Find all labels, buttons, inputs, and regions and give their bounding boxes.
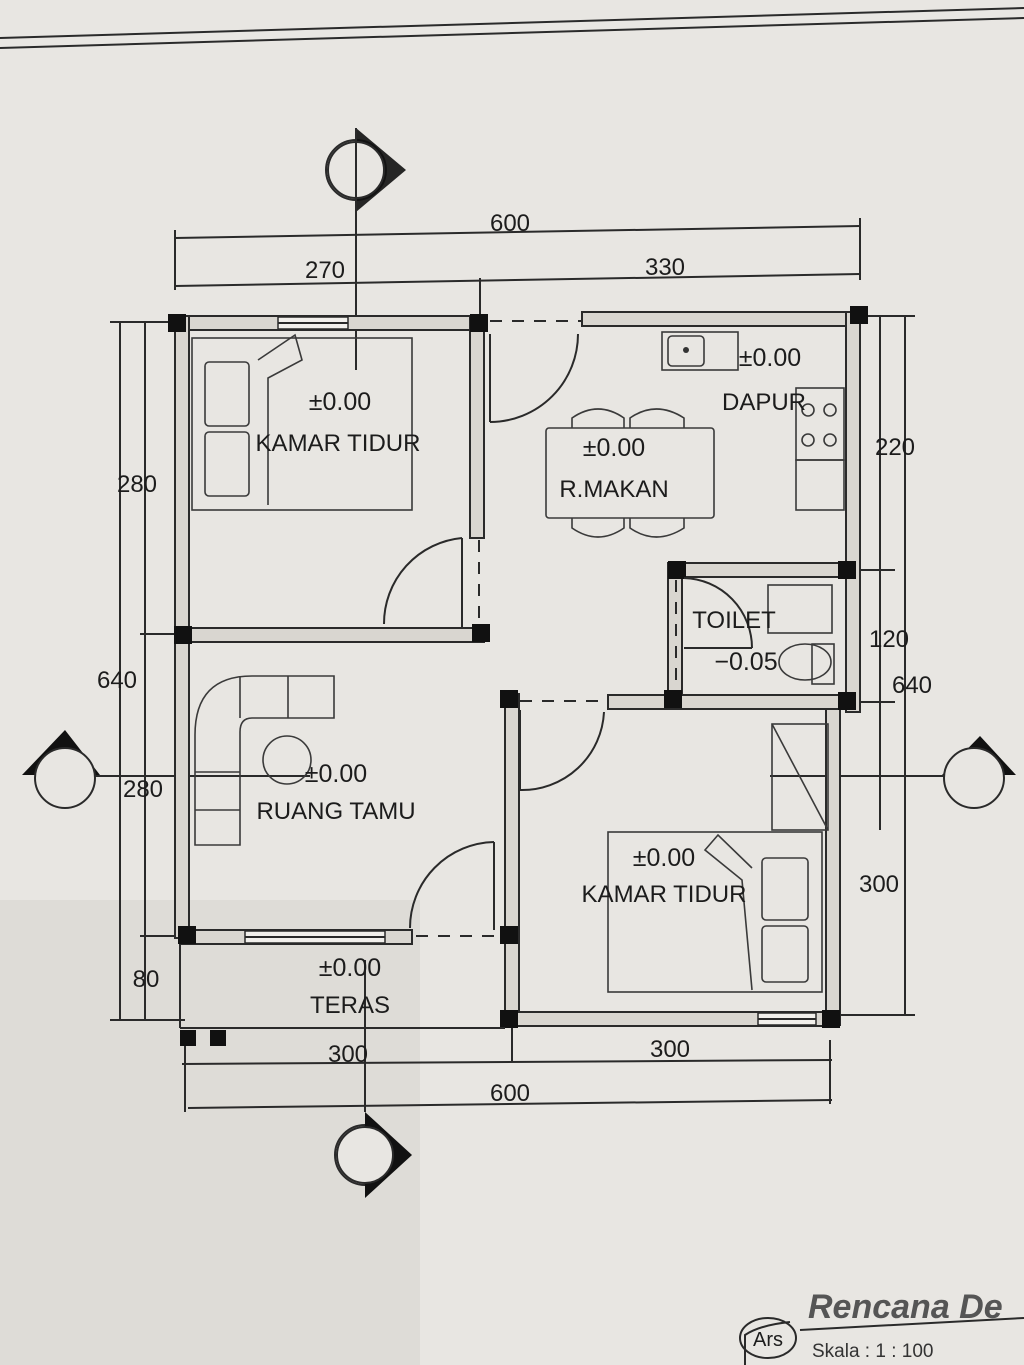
stove	[795, 387, 845, 511]
dimension-lines-top	[174, 218, 861, 318]
level-dapur: ±0.00	[739, 344, 801, 372]
dim-bottom-left: 300	[328, 1041, 368, 1068]
kitchen-sink	[661, 331, 739, 371]
dim-right-top: 220	[875, 434, 915, 461]
sheet-border-line	[0, 7, 1024, 39]
dim-top-right: 330	[645, 254, 685, 281]
dimension-lines-bottom	[181, 1025, 833, 1112]
teras-outline	[179, 944, 505, 1029]
dim-top-left: 270	[305, 257, 345, 284]
label-toilet: TOILET	[692, 607, 776, 634]
dining-table	[545, 408, 715, 538]
initials-circle	[739, 1317, 797, 1359]
level-r-makan: ±0.00	[583, 434, 645, 462]
wardrobe	[771, 723, 829, 831]
columns	[168, 306, 868, 1046]
dim-right-bottom: 300	[859, 871, 899, 898]
label-r-makan: R.MAKAN	[559, 476, 668, 503]
dim-top-total: 600	[490, 210, 530, 237]
section-marker-right	[770, 736, 1016, 809]
level-kamar-tidur-1: ±0.00	[309, 388, 371, 416]
title-text: Rencana De	[808, 1288, 1003, 1326]
section-marker-top	[325, 128, 406, 370]
label-teras: TERAS	[310, 992, 390, 1019]
dim-bottom-total: 600	[490, 1080, 530, 1107]
label-kamar-tidur-1: KAMAR TIDUR	[256, 430, 421, 457]
title-block	[739, 1317, 1024, 1365]
dim-right-total: 640	[892, 672, 932, 699]
dim-left-top: 280	[117, 471, 157, 498]
bed-2	[607, 831, 823, 993]
level-kamar-tidur-2: ±0.00	[633, 844, 695, 872]
section-marker-bottom	[334, 960, 412, 1198]
sheet-border-line	[0, 17, 1024, 49]
dim-left-mid: 280	[123, 776, 163, 803]
label-dapur: DAPUR	[722, 389, 806, 416]
dim-right-mid: 120	[869, 626, 909, 653]
openings	[416, 320, 677, 937]
windows	[244, 316, 817, 1026]
doors	[382, 333, 753, 930]
dimension-lines-left	[110, 321, 185, 1021]
toilet-fixtures	[767, 584, 835, 685]
dim-left-bottom: 80	[133, 966, 160, 993]
level-teras: ±0.00	[319, 954, 381, 982]
dim-bottom-right: 300	[650, 1036, 690, 1063]
label-kamar-tidur-2: KAMAR TIDUR	[582, 881, 747, 908]
sofa	[194, 675, 335, 846]
label-ruang-tamu: RUANG TAMU	[256, 798, 415, 825]
dim-left-total: 640	[97, 667, 137, 694]
level-ruang-tamu: ±0.00	[305, 760, 367, 788]
scale-text: Skala : 1 : 100	[812, 1341, 933, 1362]
section-marker-left	[22, 730, 310, 809]
level-toilet: −0.05	[714, 648, 777, 676]
title-initials: Ars	[753, 1329, 783, 1351]
bed-1	[191, 333, 413, 511]
